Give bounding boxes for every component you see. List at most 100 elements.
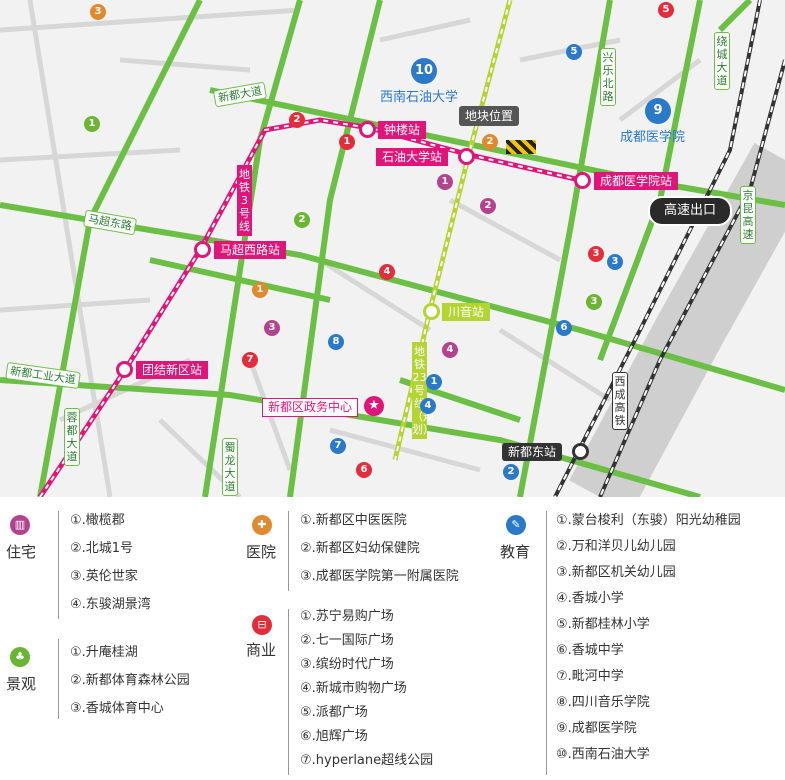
station-marker-zhonglou	[359, 121, 376, 138]
station-marker-shiyou	[458, 148, 475, 165]
map-area: 新都大道 马超东路 新都工业大道 蓉都大道 蜀龙大道 兴乐北路 绕城大道 京昆高…	[0, 0, 785, 497]
hospital-1-pin[interactable]: 1	[252, 282, 268, 298]
metro-line23-label: 地铁23号线（规划）	[412, 342, 434, 439]
road-network	[0, 0, 785, 497]
legend-item: ②.北城1号	[70, 541, 134, 556]
legend-item: ⑤.新都桂林小学	[556, 617, 650, 632]
road-label-raocheng-avenue: 绕城大道	[714, 32, 730, 90]
residential-1-pin[interactable]: 1	[437, 174, 453, 190]
school-10-marker[interactable]: 10	[411, 58, 437, 84]
rail-lines	[553, 0, 785, 497]
station-machao-xilu[interactable]: 马超西路站	[214, 241, 287, 259]
landscape-2-pin[interactable]: 2	[294, 212, 310, 228]
legend-item: ⑨.成都医学院	[556, 721, 637, 736]
residential-2-pin[interactable]: 2	[480, 198, 496, 214]
station-zhonglou[interactable]: 钟楼站	[378, 121, 427, 139]
swpu-label: 西南石油大学	[380, 90, 459, 105]
legend-divider	[546, 511, 547, 775]
legend-item: ⑦.毗河中学	[556, 669, 624, 684]
cmc-label: 成都医学院	[620, 130, 686, 145]
legend-item: ④.新城市购物广场	[300, 681, 407, 696]
hospital-cross-icon: ✚	[252, 515, 272, 535]
legend-item: ⑤.派都广场	[300, 705, 368, 720]
landscape-tree-icon: ♣	[10, 647, 30, 667]
school-5-pin[interactable]: 5	[566, 44, 582, 60]
station-chengdu-yixueyuan[interactable]: 成都医学院站	[594, 172, 679, 190]
school-6-pin[interactable]: 6	[556, 320, 572, 336]
commercial-3-pin[interactable]: 3	[588, 246, 604, 262]
legend-item: ⑥.旭辉广场	[300, 729, 368, 744]
highway-exit-label: 高速出口	[648, 196, 733, 226]
plot-marker[interactable]	[506, 140, 536, 154]
school-1-pin[interactable]: 1	[426, 374, 442, 390]
plot-location-label: 地块位置	[459, 106, 520, 126]
legend-item: ③.英伦世家	[70, 569, 138, 584]
legend-item: ①.升庵桂湖	[70, 645, 138, 660]
legend-item: ②.新都区妇幼保健院	[300, 541, 420, 556]
road-label-shulong-avenue: 蜀龙大道	[222, 438, 238, 496]
metro-line3-label: 地铁3号线	[237, 165, 252, 236]
gov-center-star-icon[interactable]: ★	[364, 396, 384, 416]
commercial-7-pin[interactable]: 7	[242, 352, 258, 368]
legend-item: ②.七一国际广场	[300, 633, 394, 648]
legend-item: ③.新都区机关幼儿园	[556, 565, 676, 580]
station-marker-chuanyin	[423, 303, 440, 320]
landscape-3-pin[interactable]: 3	[586, 294, 602, 310]
station-marker-tuanjie	[116, 361, 133, 378]
legend-item: ②.新都体育森林公园	[70, 673, 190, 688]
station-xindu-east[interactable]: 新都东站	[502, 443, 563, 461]
legend-item: ④.香城小学	[556, 591, 624, 606]
legend-title-education: 教育	[500, 543, 531, 561]
legend-divider	[58, 511, 59, 619]
station-chuanyin[interactable]: 川音站	[442, 303, 491, 321]
legend-item: ①.橄榄郡	[70, 513, 125, 528]
commercial-5-pin[interactable]: 5	[658, 2, 674, 18]
commercial-1-pin[interactable]: 1	[339, 134, 355, 150]
hospital-2-pin[interactable]: 2	[482, 134, 498, 150]
graduation-cap-icon: ✎	[506, 515, 526, 535]
station-marker-cmc	[574, 172, 591, 189]
hospital-3-pin[interactable]: 3	[90, 4, 106, 20]
legend: ▥ 住宅 ①.橄榄郡 ②.北城1号 ③.英伦世家 ④.东骏湖景湾 ♣ 景观 ①.…	[0, 497, 785, 780]
road-label-xingle-north: 兴乐北路	[600, 48, 616, 106]
commercial-2-pin[interactable]: 2	[289, 112, 305, 128]
legend-item: ③.缤纷时代广场	[300, 657, 394, 672]
station-shiyou-daxue[interactable]: 石油大学站	[376, 148, 449, 166]
residential-3-pin[interactable]: 3	[264, 320, 280, 336]
road-label-rongdu-avenue: 蓉都大道	[64, 408, 80, 466]
landscape-1-pin[interactable]: 1	[84, 116, 100, 132]
commercial-4-pin[interactable]: 4	[379, 264, 395, 280]
legend-item: ⑥.香城中学	[556, 643, 624, 658]
legend-title-hospital: 医院	[246, 543, 277, 561]
legend-item: ④.东骏湖景湾	[70, 597, 151, 612]
legend-title-residential: 住宅	[6, 543, 37, 561]
residential-building-icon: ▥	[10, 515, 30, 535]
legend-divider	[58, 639, 59, 719]
school-3-pin[interactable]: 3	[607, 254, 623, 270]
legend-item: ①.苏宁易购广场	[300, 609, 394, 624]
legend-item: ①.新都区中医医院	[300, 513, 407, 528]
road-label-jingkun-expressway: 京昆高速	[740, 186, 756, 244]
legend-divider	[288, 511, 289, 591]
legend-title-commercial: 商业	[246, 641, 277, 659]
school-8-pin[interactable]: 8	[328, 334, 344, 350]
school-2-pin[interactable]: 2	[503, 464, 519, 480]
gov-center-label: 新都区政务中心	[262, 398, 359, 417]
residential-4-pin[interactable]: 4	[442, 342, 458, 358]
legend-item: ⑧.四川音乐学院	[556, 695, 650, 710]
shopping-cart-icon: ⊟	[252, 615, 272, 635]
legend-item: ③.香城体育中心	[70, 701, 164, 716]
school-9-marker[interactable]: 9	[645, 98, 671, 124]
legend-divider	[288, 609, 289, 775]
legend-item: ②.万和洋贝儿幼儿园	[556, 539, 676, 554]
legend-item: ③.成都医学院第一附属医院	[300, 569, 459, 584]
school-4-pin[interactable]: 4	[420, 398, 436, 414]
school-7-pin[interactable]: 7	[330, 438, 346, 454]
legend-title-landscape: 景观	[6, 675, 37, 693]
station-tuanjie-xinqu[interactable]: 团结新区站	[136, 361, 209, 379]
legend-item: ①.蒙台梭利（东骏）阳光幼稚园	[556, 513, 741, 528]
legend-item: ⑦.hyperlane超线公园	[300, 753, 434, 768]
commercial-6-pin[interactable]: 6	[356, 462, 372, 478]
legend-item: ⑩.西南石油大学	[556, 747, 650, 762]
station-marker-machao	[194, 241, 211, 258]
